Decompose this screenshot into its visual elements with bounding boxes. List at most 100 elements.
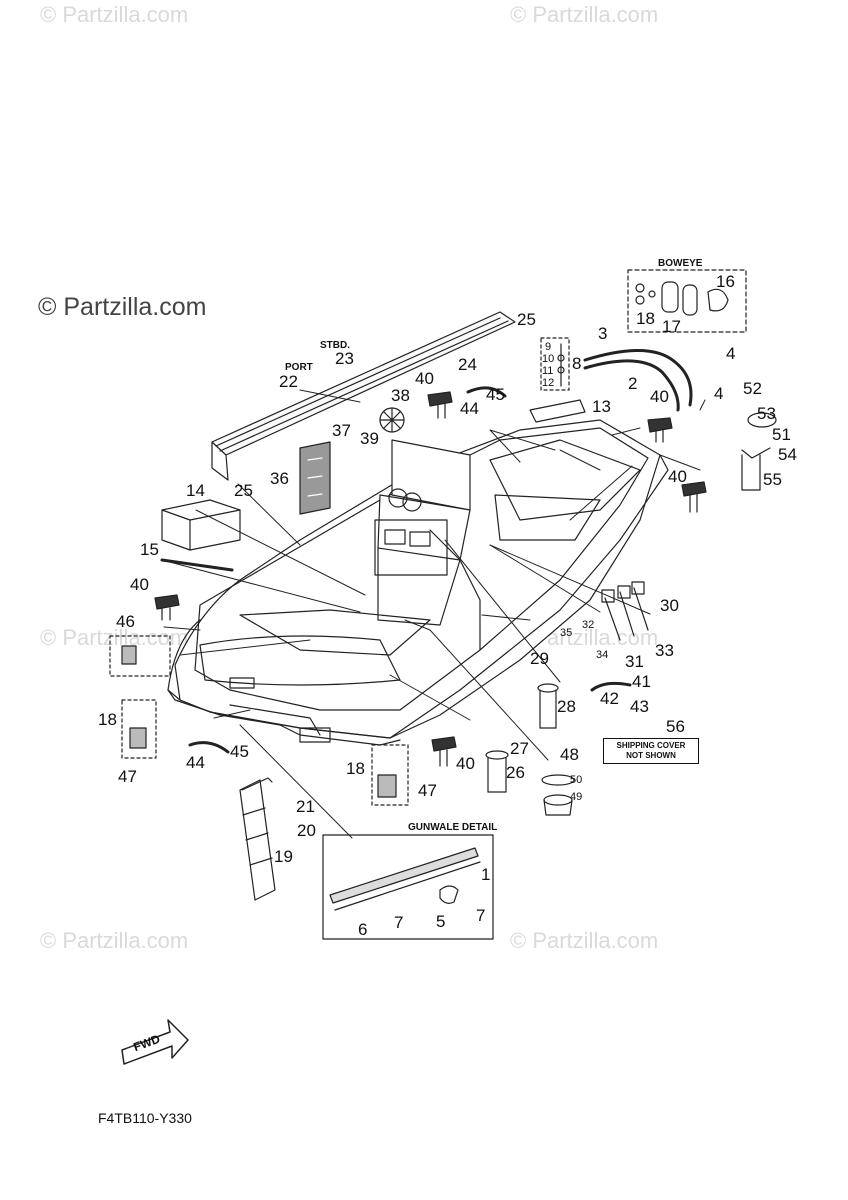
callout-29: 29 (530, 649, 549, 668)
callout-26: 26 (506, 763, 525, 782)
callout-53: 53 (757, 404, 776, 423)
callout-12: 12 (542, 377, 555, 389)
callout-31: 31 (625, 652, 644, 671)
watermark-main: © Partzilla.com (38, 293, 207, 321)
callout-50: 50 (570, 774, 583, 786)
callout-54: 54 (778, 445, 797, 464)
callout-17: 17 (662, 317, 681, 336)
callout-40c: 40 (668, 467, 687, 486)
latch-kits (109, 635, 409, 806)
grab-handle (590, 681, 632, 692)
fuel-fill (741, 412, 777, 491)
callout-18b: 18 (98, 710, 117, 729)
caption-stbd: STBD. (320, 340, 350, 351)
callout-45a: 45 (486, 385, 505, 404)
callout-7a: 7 (394, 913, 404, 932)
hatch-13 (529, 399, 586, 423)
callout-3: 3 (598, 324, 608, 343)
shipping-cover-note: SHIPPING COVER NOT SHOWN (603, 738, 699, 764)
rub-rail-strip (211, 311, 516, 481)
watermark-bottom-left: © Partzilla.com (40, 928, 189, 953)
callout-35: 35 (560, 627, 573, 639)
callout-40b: 40 (650, 387, 669, 406)
callout-48: 48 (560, 745, 579, 764)
callout-41: 41 (632, 672, 651, 691)
boarding-ladder (239, 777, 276, 901)
watermark-mid-left: © Partzilla.com (40, 625, 189, 650)
callout-11: 11 (542, 365, 554, 377)
callout-46: 46 (116, 612, 135, 631)
callout-4b: 4 (714, 384, 724, 403)
callout-24: 24 (458, 355, 477, 374)
callout-55: 55 (763, 470, 782, 489)
callout-42: 42 (600, 689, 619, 708)
gunwale-detail-box (322, 834, 494, 940)
callout-52: 52 (743, 379, 762, 398)
callout-40e: 40 (456, 754, 475, 773)
callout-1: 1 (481, 865, 491, 884)
callout-20: 20 (297, 821, 316, 840)
callout-2: 2 (628, 374, 638, 393)
hull-body (167, 419, 669, 746)
cooler (161, 499, 241, 551)
callout-43: 43 (630, 697, 649, 716)
callout-47a: 47 (118, 767, 137, 786)
cup-holder-26 (485, 750, 509, 793)
callout-10: 10 (542, 353, 555, 365)
callout-40d: 40 (130, 575, 149, 594)
shipping-note-line1: SHIPPING COVER (616, 741, 686, 750)
callout-25a: 25 (517, 310, 536, 329)
callout-51: 51 (772, 425, 791, 444)
callout-4a: 4 (726, 344, 736, 363)
callout-23: 23 (335, 349, 354, 368)
callout-14: 14 (186, 481, 205, 500)
callout-44a: 44 (460, 399, 479, 418)
callout-32: 32 (582, 619, 595, 631)
callout-34: 34 (596, 649, 609, 661)
callout-47b: 47 (418, 781, 437, 800)
callout-37: 37 (332, 421, 351, 440)
callout-30: 30 (660, 596, 679, 615)
fastener-set (540, 337, 570, 391)
watermark-bottom-right: © Partzilla.com (510, 928, 659, 953)
callout-38: 38 (391, 386, 410, 405)
watermark-top-left: © Partzilla.com (40, 2, 189, 27)
leader-lines (161, 389, 706, 839)
callout-36: 36 (270, 469, 289, 488)
hinges (188, 386, 507, 754)
callout-8: 8 (572, 354, 582, 373)
callout-44b: 44 (186, 753, 205, 772)
caption-port: PORT (285, 362, 313, 373)
callout-22: 22 (279, 372, 298, 391)
callout-40a: 40 (415, 369, 434, 388)
cleats (154, 391, 707, 767)
callout-56: 56 (666, 717, 685, 736)
cup-holder (537, 683, 559, 729)
shipping-note-line2: NOT SHOWN (626, 751, 676, 760)
callout-7b: 7 (476, 906, 486, 925)
callout-5: 5 (436, 912, 446, 931)
callout-33: 33 (655, 641, 674, 660)
callout-15: 15 (140, 540, 159, 559)
caption-boweye: BOWEYE (658, 258, 703, 269)
rod-holders (601, 581, 649, 641)
drain-cup (541, 774, 575, 816)
vent-wheel (379, 407, 405, 433)
rod-15 (160, 558, 234, 572)
side-panel (299, 441, 331, 515)
callout-28: 28 (557, 697, 576, 716)
callout-21: 21 (296, 797, 315, 816)
gunwale-strips (583, 349, 693, 412)
callout-9: 9 (545, 341, 552, 353)
boweye-group (627, 269, 747, 333)
callout-45b: 45 (230, 742, 249, 761)
callout-18c: 18 (346, 759, 365, 778)
callout-18a: 18 (636, 309, 655, 328)
caption-gunwale-detail: GUNWALE DETAIL (408, 822, 498, 833)
callout-27: 27 (510, 739, 529, 758)
callout-19: 19 (274, 847, 293, 866)
callout-49: 49 (570, 791, 583, 803)
callout-39: 39 (360, 429, 379, 448)
